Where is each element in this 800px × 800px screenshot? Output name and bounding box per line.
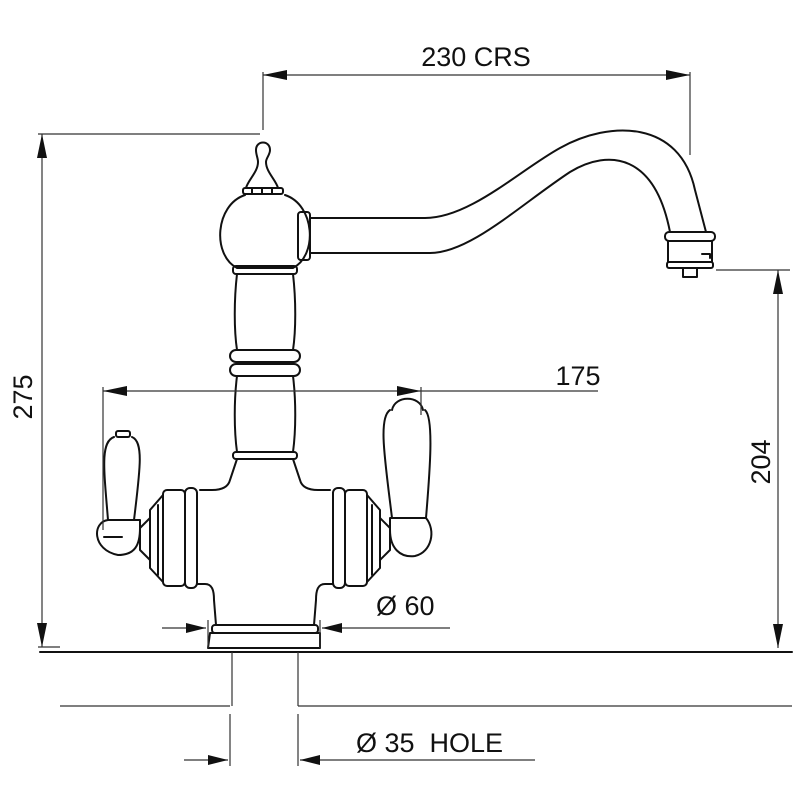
dim-spout-reach: 230 CRS [262,42,691,155]
handle-span-label: 175 [555,361,600,391]
left-handle [96,430,141,556]
overall-height-label: 275 [8,374,38,419]
outlet-height-label: 204 [746,439,776,484]
ball-body [219,194,311,269]
right-valve [332,487,391,589]
dim-base-diameter: Ø 60 [162,591,450,648]
spout-reach-label: 230 CRS [421,42,531,72]
countertop [39,651,793,707]
hole-diameter-label: Ø 35 HOLE [356,728,503,758]
spout-top [309,129,707,233]
spout-collar [297,211,311,261]
aerator [664,231,716,278]
left-valve [139,487,198,589]
lower-body-left [196,583,217,626]
base-diameter-label: Ø 60 [376,591,435,621]
finial [242,141,284,195]
dim-hole-diameter: Ø 35 HOLE [184,714,535,766]
spout-bottom [309,158,671,254]
dim-overall-height: 275 [8,133,260,648]
dim-handle-span: 175 [102,361,601,530]
dim-outlet-height: 204 [716,269,790,648]
right-handle [382,397,433,558]
faucet-outline [96,129,716,649]
base [207,624,321,649]
column [199,265,331,491]
lower-body-right [313,583,334,626]
